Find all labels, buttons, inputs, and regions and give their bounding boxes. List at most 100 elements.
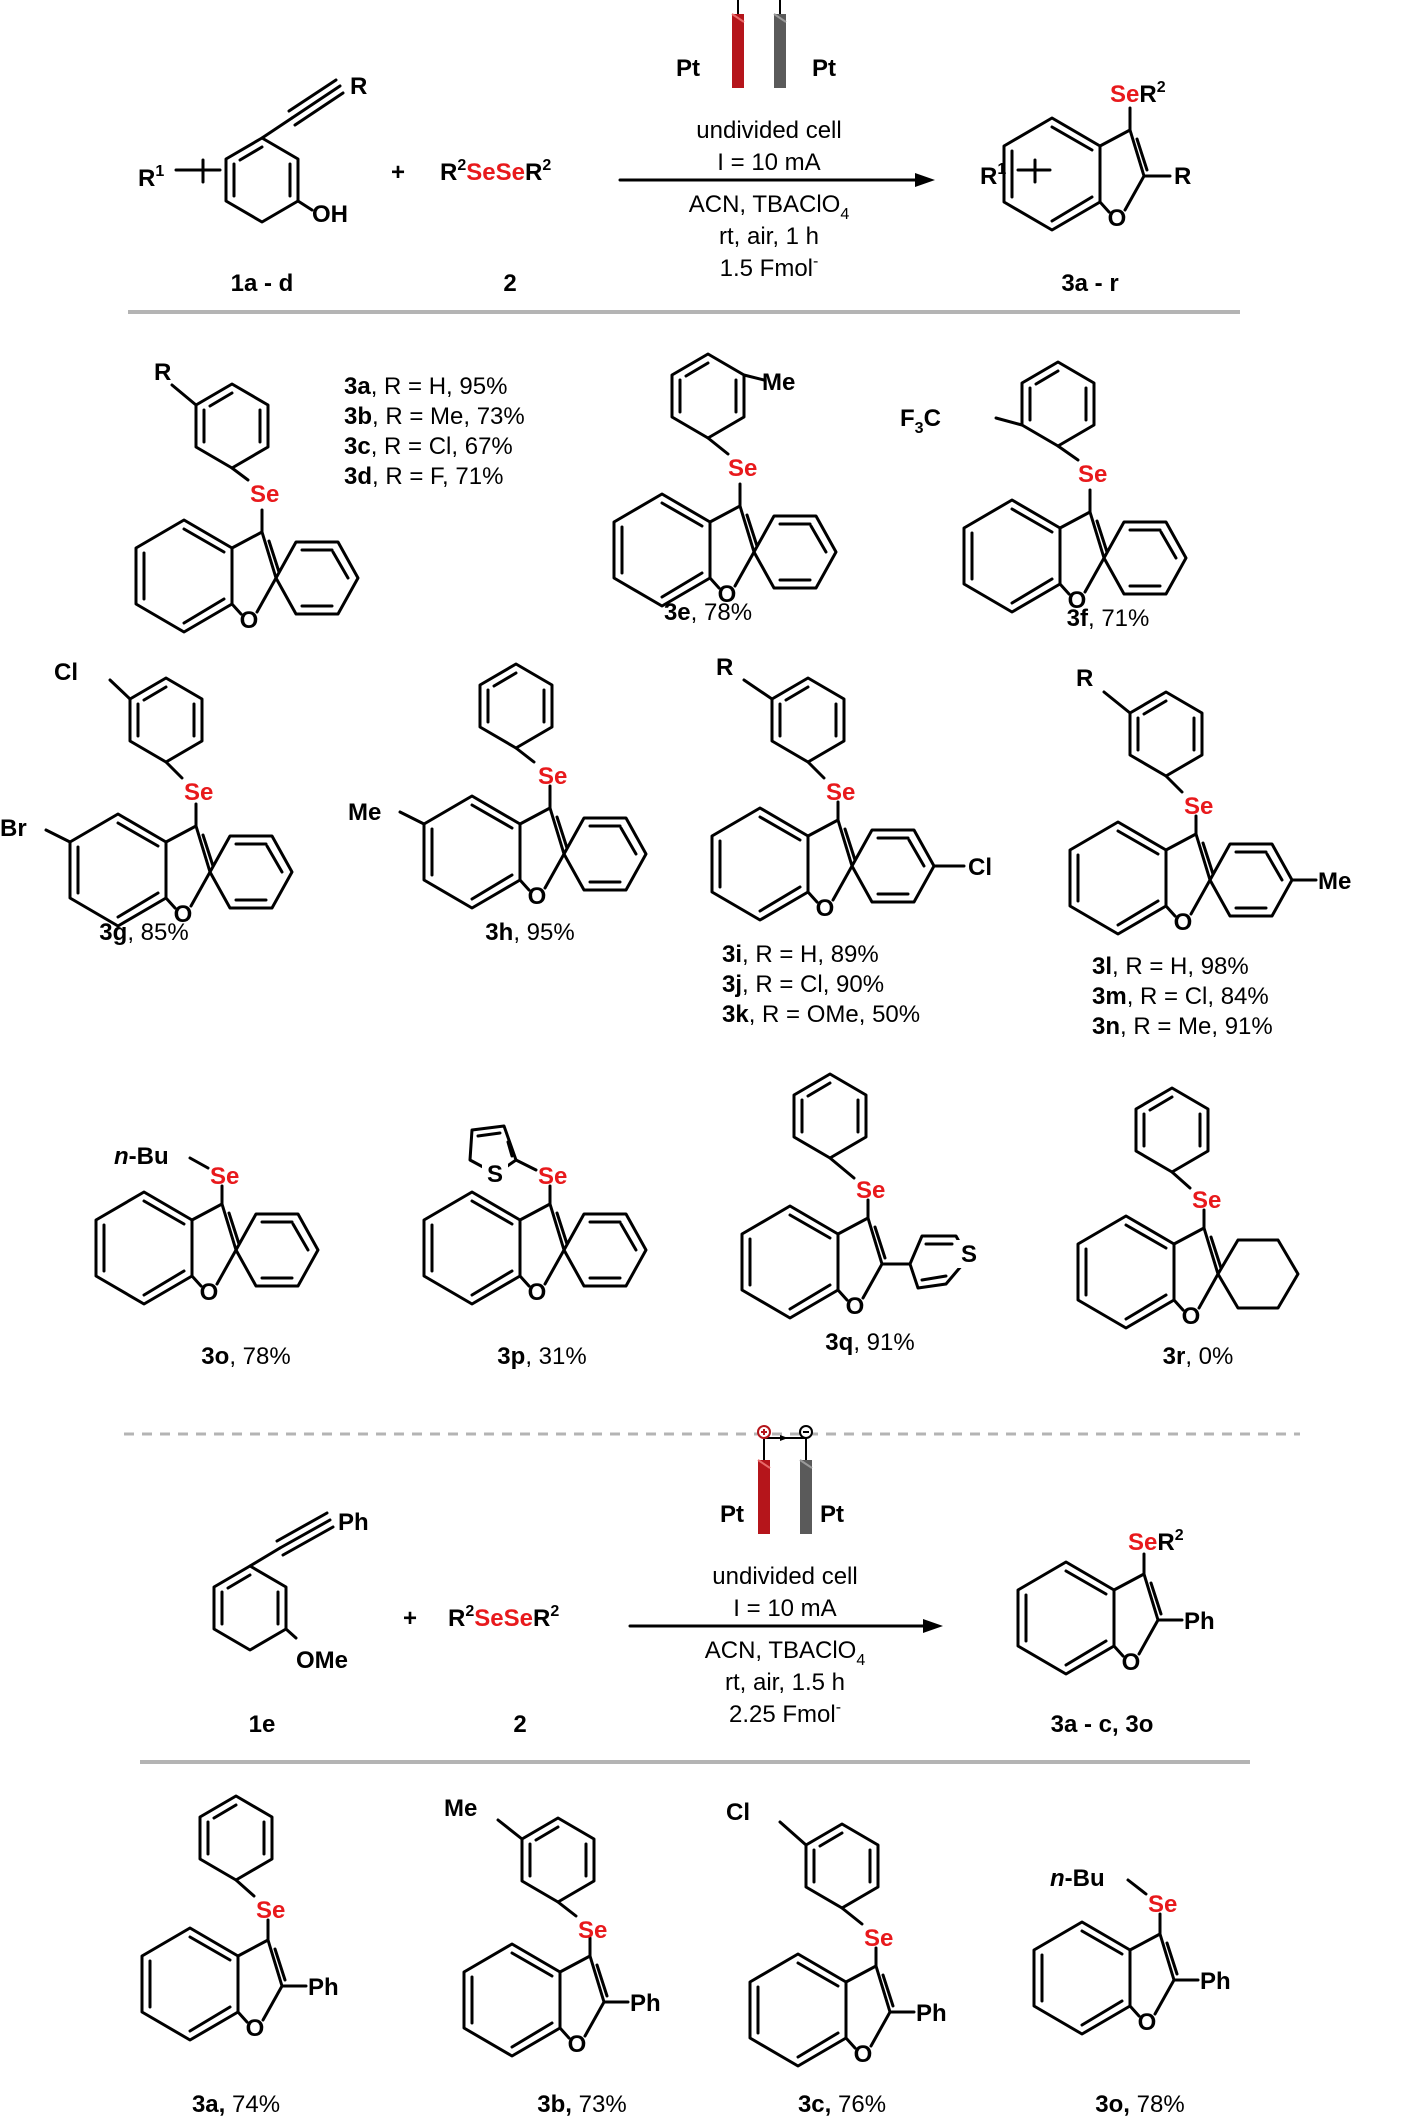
plus-sign-bottom: + bbox=[403, 1605, 417, 1632]
se-label: Se bbox=[856, 1177, 885, 1204]
plus-sign: + bbox=[391, 159, 405, 186]
yield-3a: 3a, R = H, 95% bbox=[344, 373, 507, 400]
ome-label: OMe bbox=[296, 1647, 348, 1674]
reactant-1e-label: 1e bbox=[249, 1711, 276, 1738]
yield-3b-bottom: 3b, 73% bbox=[537, 2091, 626, 2118]
electrochemical-cell-top: Pt Pt bbox=[676, 0, 836, 89]
condition-solvent-bottom: ACN, TBAClO4 bbox=[705, 1637, 866, 1669]
yield-3b: 3b, R = Me, 73% bbox=[344, 403, 525, 430]
yield-3k: 3k, R = OMe, 50% bbox=[722, 1001, 920, 1028]
se-label: Se bbox=[210, 1163, 239, 1190]
me-label: Me bbox=[1318, 868, 1351, 895]
compound-3p: Se S bbox=[422, 1124, 648, 1308]
compound-3o-bottom: Ph Se n-Bu bbox=[1032, 1865, 1231, 2038]
compound-3a-bottom: Ph Se bbox=[140, 1794, 339, 2044]
se-label: Se bbox=[728, 455, 757, 482]
compound-3i-k: Cl Se R bbox=[710, 654, 992, 924]
r1-label: R1 bbox=[138, 163, 164, 192]
condition-current: I = 10 mA bbox=[717, 149, 820, 176]
compound-3r: Se bbox=[1076, 1086, 1300, 1332]
condition-time-bottom: rt, air, 1.5 h bbox=[725, 1669, 845, 1696]
se-label: Se bbox=[256, 1897, 285, 1924]
bottom-reactant-1e: Ph OMe bbox=[212, 1509, 369, 1674]
compound-3a-d: Se R bbox=[134, 359, 360, 636]
ph-label: Ph bbox=[1200, 1968, 1231, 1995]
se-label: Se bbox=[578, 1917, 607, 1944]
compound-3c-bottom: Ph Se Cl bbox=[726, 1799, 947, 2070]
product-ser2: SeR2 bbox=[1110, 79, 1166, 108]
diselenide-reagent: R2SeSeR2 bbox=[440, 157, 551, 186]
yield-3m: 3m, R = Cl, 84% bbox=[1092, 983, 1269, 1010]
compound-3l-n: Me Se R bbox=[1068, 665, 1351, 938]
s-label: S bbox=[961, 1241, 977, 1268]
cl-label: Cl bbox=[54, 659, 78, 686]
me-label: Me bbox=[348, 799, 381, 826]
reactant-r-label: R bbox=[350, 73, 367, 100]
yield-3l: 3l, R = H, 98% bbox=[1092, 953, 1249, 980]
electrochemical-cell-bottom: Pt Pt bbox=[720, 1425, 844, 1535]
product-ser2-bottom: SeR2 bbox=[1128, 1527, 1184, 1556]
oh-label: OH bbox=[312, 201, 348, 228]
se-label: Se bbox=[1148, 1891, 1177, 1918]
compound-3g: Se Cl Br bbox=[0, 659, 294, 930]
condition-solvent: ACN, TBAClO4 bbox=[689, 191, 850, 223]
yield-3q: 3q, 91% bbox=[825, 1329, 914, 1356]
product-label-bottom: 3a - c, 3o bbox=[1051, 1711, 1154, 1738]
se-label: Se bbox=[826, 779, 855, 806]
product-r1-label: R1 bbox=[980, 161, 1006, 190]
se-label: Se bbox=[864, 1925, 893, 1952]
compound-3o: Se n-Bu bbox=[94, 1143, 320, 1308]
product-r-label: R bbox=[1174, 163, 1191, 190]
br-label: Br bbox=[0, 815, 27, 842]
ph-label: Ph bbox=[338, 1509, 369, 1536]
cl-label: Cl bbox=[726, 1799, 750, 1826]
me-label: Me bbox=[762, 369, 795, 396]
yield-3g: 3g, 85% bbox=[99, 919, 188, 946]
top-reactant-1: R OH R1 bbox=[138, 73, 367, 228]
condition-current-bottom: I = 10 mA bbox=[733, 1595, 836, 1622]
anode-label: Pt bbox=[676, 55, 700, 82]
yield-3c: 3c, R = Cl, 67% bbox=[344, 433, 513, 460]
se-label: Se bbox=[1192, 1187, 1221, 1214]
reaction-arrow-head-bottom bbox=[923, 1619, 943, 1633]
se-label: Se bbox=[184, 779, 213, 806]
reaction-arrow-head bbox=[915, 173, 935, 187]
s-label: S bbox=[487, 1161, 503, 1188]
condition-cell-bottom: undivided cell bbox=[712, 1563, 857, 1590]
me-label: Me bbox=[444, 1795, 477, 1822]
r-label: R bbox=[1076, 665, 1093, 692]
reactant-label: 1a - d bbox=[231, 270, 294, 297]
yield-3p: 3p, 31% bbox=[497, 1343, 586, 1370]
anode-label-bottom: Pt bbox=[720, 1501, 744, 1528]
yield-3c-bottom: 3c, 76% bbox=[798, 2091, 886, 2118]
se-label: Se bbox=[538, 763, 567, 790]
compound-3h: Se Me bbox=[348, 662, 648, 912]
compound-3e: Se Me bbox=[612, 352, 838, 610]
product-ph-label: Ph bbox=[1184, 1608, 1215, 1635]
yield-3j: 3j, R = Cl, 90% bbox=[722, 971, 884, 998]
yield-3h: 3h, 95% bbox=[485, 919, 574, 946]
yield-3n: 3n, R = Me, 91% bbox=[1092, 1013, 1273, 1040]
yield-3r: 3r, 0% bbox=[1163, 1343, 1234, 1370]
reagent-label: 2 bbox=[503, 270, 516, 297]
compound-3f: Se F3C bbox=[900, 360, 1188, 616]
condition-time: rt, air, 1 h bbox=[719, 223, 819, 250]
yield-3o: 3o, 78% bbox=[201, 1343, 290, 1370]
ph-label: Ph bbox=[308, 1974, 339, 2001]
r-label: R bbox=[716, 654, 733, 681]
bottom-product: SeR2 Ph bbox=[1016, 1527, 1215, 1678]
yield-3i: 3i, R = H, 89% bbox=[722, 941, 879, 968]
yield-3f: 3f, 71% bbox=[1067, 605, 1150, 632]
nbu-label: n-Bu bbox=[1050, 1865, 1105, 1892]
condition-charge-bottom: 2.25 Fmol- bbox=[729, 1699, 841, 1728]
product-label: 3a - r bbox=[1061, 270, 1118, 297]
compound-3b-bottom: Ph Se Me bbox=[444, 1795, 661, 2060]
yield-3e: 3e, 78% bbox=[664, 599, 752, 626]
cathode-label-bottom: Pt bbox=[820, 1501, 844, 1528]
se-label: Se bbox=[1078, 461, 1107, 488]
cl-label: Cl bbox=[968, 854, 992, 881]
se-label: Se bbox=[538, 1163, 567, 1190]
top-product: SeR2 R R1 bbox=[980, 79, 1191, 234]
yield-3d: 3d, R = F, 71% bbox=[344, 463, 503, 490]
